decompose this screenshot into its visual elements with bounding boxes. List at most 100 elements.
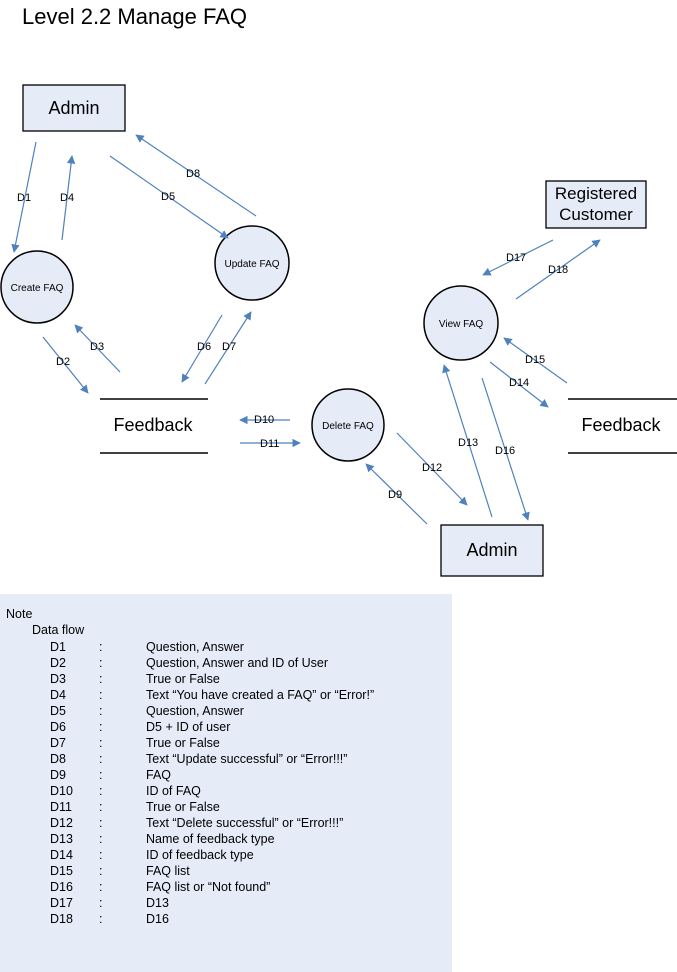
flow-d18-arrow bbox=[515, 239, 601, 300]
flow-label-d4: D4 bbox=[60, 192, 74, 204]
svg-text:Customer: Customer bbox=[559, 205, 633, 224]
note-row-description: FAQ list or “Not found” bbox=[146, 880, 271, 894]
note-row-description: Question, Answer bbox=[146, 640, 244, 654]
flow-d6-arrow bbox=[181, 314, 223, 383]
svg-text:Update FAQ: Update FAQ bbox=[224, 259, 279, 270]
flow-label-d10: D10 bbox=[254, 414, 274, 426]
flow-label-d18: D18 bbox=[548, 264, 568, 276]
flow-d4-arrow bbox=[61, 155, 76, 241]
note-row-id: D6 bbox=[50, 720, 66, 734]
flow-label-d9: D9 bbox=[388, 489, 402, 501]
svg-text:Feedback: Feedback bbox=[581, 415, 661, 435]
note-row-id: D2 bbox=[50, 656, 66, 670]
svg-text:Feedback: Feedback bbox=[113, 415, 193, 435]
flow-label-d8: D8 bbox=[186, 168, 200, 180]
flow-label-d11: D11 bbox=[260, 438, 279, 450]
store-feedback-right[interactable]: Feedback bbox=[568, 398, 677, 454]
note-row-separator: : bbox=[99, 880, 103, 894]
note-row-description: True or False bbox=[146, 800, 220, 814]
flow-d14-arrow bbox=[489, 361, 549, 408]
flow-d7-arrow bbox=[204, 311, 252, 385]
note-row-separator: : bbox=[99, 816, 103, 830]
flow-d12-arrow bbox=[396, 432, 468, 506]
note-row-description: ID of FAQ bbox=[146, 784, 201, 798]
note-row-id: D3 bbox=[50, 672, 66, 686]
flow-label-d5: D5 bbox=[161, 191, 175, 203]
flow-d2-arrow bbox=[42, 336, 89, 394]
note-row-id: D9 bbox=[50, 768, 66, 782]
note-row-description: FAQ list bbox=[146, 864, 190, 878]
entity-admin-bottom[interactable]: Admin bbox=[440, 524, 544, 577]
svg-text:Create FAQ: Create FAQ bbox=[11, 283, 64, 294]
note-row-id: D12 bbox=[50, 816, 73, 830]
flow-d16-arrow bbox=[481, 377, 530, 521]
note-row-description: D16 bbox=[146, 912, 169, 926]
flow-label-d2: D2 bbox=[56, 356, 70, 368]
flow-d1-arrow bbox=[11, 141, 37, 253]
note-row-separator: : bbox=[99, 640, 103, 654]
note-row-separator: : bbox=[99, 752, 103, 766]
note-row-separator: : bbox=[99, 864, 103, 878]
note-subheading: Data flow bbox=[32, 623, 85, 637]
note-row-separator: : bbox=[99, 784, 103, 798]
note-row-description: Text “Delete successful” or “Error!!!” bbox=[146, 816, 344, 830]
flow-label-d15: D15 bbox=[525, 354, 545, 366]
flow-label-d12: D12 bbox=[422, 462, 442, 474]
flow-label-d13: D13 bbox=[458, 437, 478, 449]
note-row-id: D18 bbox=[50, 912, 73, 926]
flow-d13-arrow bbox=[442, 364, 493, 518]
note-row-separator: : bbox=[99, 672, 103, 686]
note-row-description: Question, Answer bbox=[146, 704, 244, 718]
note-row-description: D13 bbox=[146, 896, 169, 910]
flow-label-d7: D7 bbox=[222, 341, 236, 353]
note-row-id: D5 bbox=[50, 704, 66, 718]
entity-registered-customer[interactable]: Registered Customer bbox=[545, 180, 647, 229]
flow-label-d6: D6 bbox=[197, 341, 211, 353]
note-row-separator: : bbox=[99, 768, 103, 782]
entity-admin-top[interactable]: Admin bbox=[22, 84, 126, 132]
note-row-separator: : bbox=[99, 688, 103, 702]
note-row-description: D5 + ID of user bbox=[146, 720, 231, 734]
flow-label-d3: D3 bbox=[90, 341, 104, 353]
note-row-separator: : bbox=[99, 896, 103, 910]
note-row-id: D1 bbox=[50, 640, 66, 654]
flow-label-d16: D16 bbox=[495, 445, 515, 457]
flow-d5-arrow bbox=[109, 155, 229, 239]
data-flow-diagram: Admin Registered Customer Admin Create F… bbox=[0, 84, 677, 577]
note-row-id: D11 bbox=[50, 800, 73, 814]
note-row-description: Name of feedback type bbox=[146, 832, 275, 846]
note-row-separator: : bbox=[99, 848, 103, 862]
note-row-separator: : bbox=[99, 800, 103, 814]
note-row-separator: : bbox=[99, 832, 103, 846]
note-row-id: D10 bbox=[50, 784, 73, 798]
note-row-separator: : bbox=[99, 656, 103, 670]
svg-text:Registered: Registered bbox=[555, 184, 637, 203]
store-feedback-left[interactable]: Feedback bbox=[100, 398, 208, 454]
note-row-description: FAQ bbox=[146, 768, 172, 782]
note-row-id: D17 bbox=[50, 896, 73, 910]
process-update-faq[interactable]: Update FAQ bbox=[214, 225, 290, 301]
process-delete-faq[interactable]: Delete FAQ bbox=[311, 388, 385, 462]
flow-label-d14: D14 bbox=[509, 377, 529, 389]
process-view-faq[interactable]: View FAQ bbox=[423, 285, 499, 361]
svg-text:Admin: Admin bbox=[466, 540, 517, 560]
process-create-faq[interactable]: Create FAQ bbox=[0, 250, 74, 324]
note-row-separator: : bbox=[99, 704, 103, 718]
note-row-id: D15 bbox=[50, 864, 73, 878]
svg-text:Delete FAQ: Delete FAQ bbox=[322, 421, 374, 432]
note-row-id: D16 bbox=[50, 880, 73, 894]
flow-d3-arrow bbox=[74, 324, 121, 373]
note-row-description: Question, Answer and ID of User bbox=[146, 656, 329, 670]
note-heading: Note bbox=[6, 607, 33, 621]
flow-label-d1: D1 bbox=[17, 192, 31, 204]
note-row-separator: : bbox=[99, 912, 103, 926]
note-row-description: Text “You have created a FAQ” or “Error!… bbox=[146, 688, 375, 702]
note-row-id: D8 bbox=[50, 752, 66, 766]
note-row-id: D13 bbox=[50, 832, 73, 846]
flow-label-d17: D17 bbox=[506, 252, 526, 264]
svg-text:View FAQ: View FAQ bbox=[439, 319, 483, 330]
note-row-id: D7 bbox=[50, 736, 66, 750]
note-row-separator: : bbox=[99, 720, 103, 734]
note-row-id: D4 bbox=[50, 688, 66, 702]
